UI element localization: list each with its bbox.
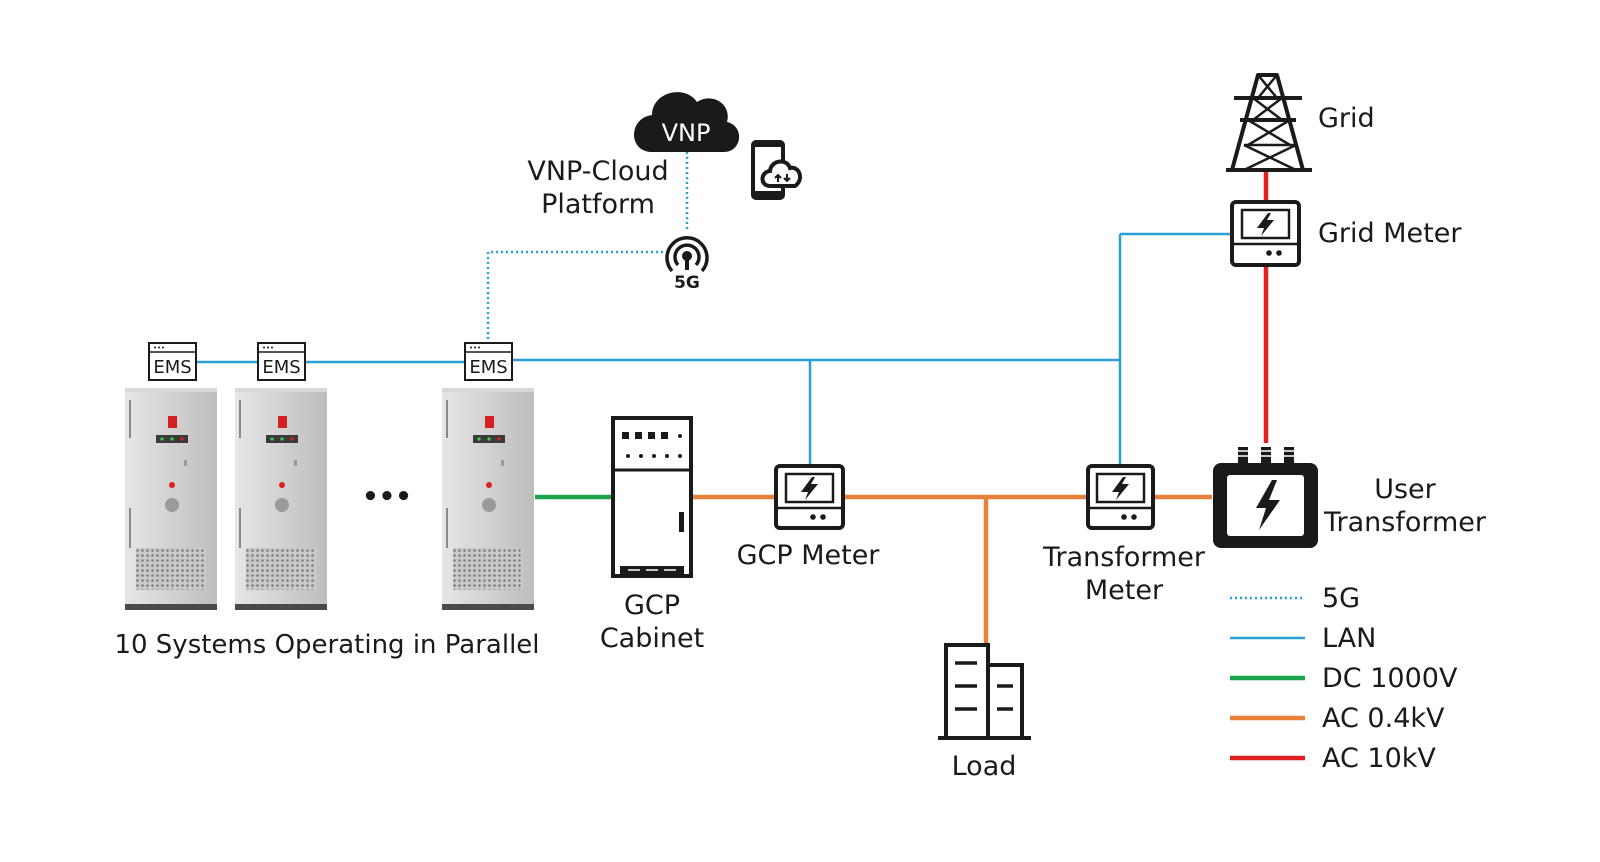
ems-box-3: EMS [464, 342, 513, 381]
legend-item: AC 10kV [1230, 743, 1436, 774]
phone-cloud-icon [751, 140, 802, 200]
ems-label: EMS [262, 357, 300, 378]
legend-label: DC 1000V [1322, 663, 1458, 694]
gcp-meter-icon [774, 464, 845, 530]
legend: 5G LAN DC 1000V AC 0.4kV AC 10kV [1230, 583, 1458, 774]
storage-cabinet-3 [442, 388, 534, 610]
legend-item: LAN [1230, 623, 1376, 654]
ems-label: EMS [469, 357, 507, 378]
transformer-meter-label-line1: Transformer [1042, 542, 1206, 573]
gcp-cabinet-label-line1: GCP [624, 590, 680, 621]
grid-label: Grid [1318, 103, 1375, 134]
load-building-icon [938, 643, 1031, 740]
platform-label-line2: Platform [541, 189, 655, 220]
5g-link-ems [486, 250, 668, 343]
gcp-cabinet-label-line2: Cabinet [600, 623, 704, 654]
platform-label-line1: VNP-Cloud [527, 156, 668, 187]
systems-label: 10 Systems Operating in Parallel [114, 630, 539, 660]
cloud-label: VNP [662, 119, 711, 147]
grid-meter-label: Grid Meter [1318, 218, 1462, 249]
legend-label: LAN [1322, 623, 1376, 654]
user-transformer-label-line1: User [1374, 474, 1436, 505]
storage-cabinet-2 [235, 388, 327, 610]
storage-cabinet-1 [125, 388, 217, 610]
legend-item: AC 0.4kV [1230, 703, 1445, 734]
grid-meter-icon [1230, 200, 1301, 267]
user-transformer-label-line2: Transformer [1323, 507, 1487, 538]
legend-item: DC 1000V [1230, 663, 1458, 694]
legend-label: AC 0.4kV [1322, 703, 1445, 734]
ems-box-2: EMS [257, 342, 306, 381]
grid-tower-icon [1226, 73, 1312, 172]
legend-item: 5G [1230, 583, 1360, 614]
load-label: Load [952, 751, 1017, 782]
5g-antenna-icon [665, 236, 709, 273]
legend-label: AC 10kV [1322, 743, 1436, 774]
user-transformer-icon [1213, 447, 1318, 548]
gcp-meter-label: GCP Meter [737, 540, 881, 571]
ems-box-1: EMS [148, 342, 197, 381]
connection-lines [196, 152, 1269, 645]
gcp-cabinet-icon [611, 416, 693, 578]
cloud-icon [634, 92, 740, 152]
legend-label: 5G [1322, 583, 1360, 614]
transformer-meter-label-line2: Meter [1085, 575, 1164, 606]
ellipsis: ••• [362, 482, 412, 512]
ems-label: EMS [153, 357, 191, 378]
transformer-meter-icon [1086, 464, 1155, 530]
5g-label: 5G [674, 273, 700, 293]
